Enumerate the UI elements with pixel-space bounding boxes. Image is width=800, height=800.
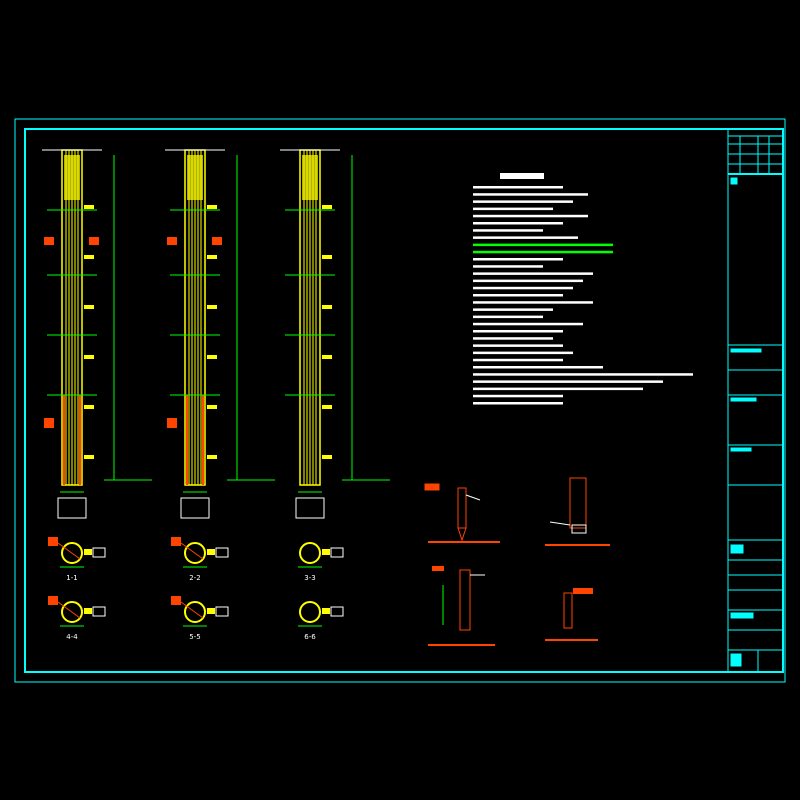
section-4: 4-4 [48, 596, 106, 641]
pile-elevation-3 [280, 149, 390, 519]
section-label: 5-5 [189, 633, 200, 641]
section-label: 3-3 [304, 574, 315, 582]
detail-1 [424, 483, 500, 543]
pile-elevation-2 [165, 149, 275, 519]
section-3: 3-3 [298, 542, 344, 582]
section-6: 6-6 [298, 601, 344, 641]
section-label: 1-1 [66, 574, 77, 582]
section-2: 2-2 [171, 537, 229, 582]
title-block [727, 129, 783, 672]
pile-elevation-1 [42, 149, 152, 519]
detail-4 [545, 588, 598, 641]
detail-2 [545, 477, 610, 546]
outer-frame [14, 118, 786, 683]
section-5: 5-5 [171, 596, 229, 641]
section-label: 4-4 [66, 633, 78, 641]
inner-frame [24, 128, 784, 673]
section-label: 2-2 [189, 574, 200, 582]
section-label: 6-6 [304, 633, 316, 641]
detail-3 [428, 566, 495, 646]
section-1: 1-1 [48, 537, 106, 582]
detail-drawings [424, 477, 610, 646]
design-notes [473, 173, 693, 405]
